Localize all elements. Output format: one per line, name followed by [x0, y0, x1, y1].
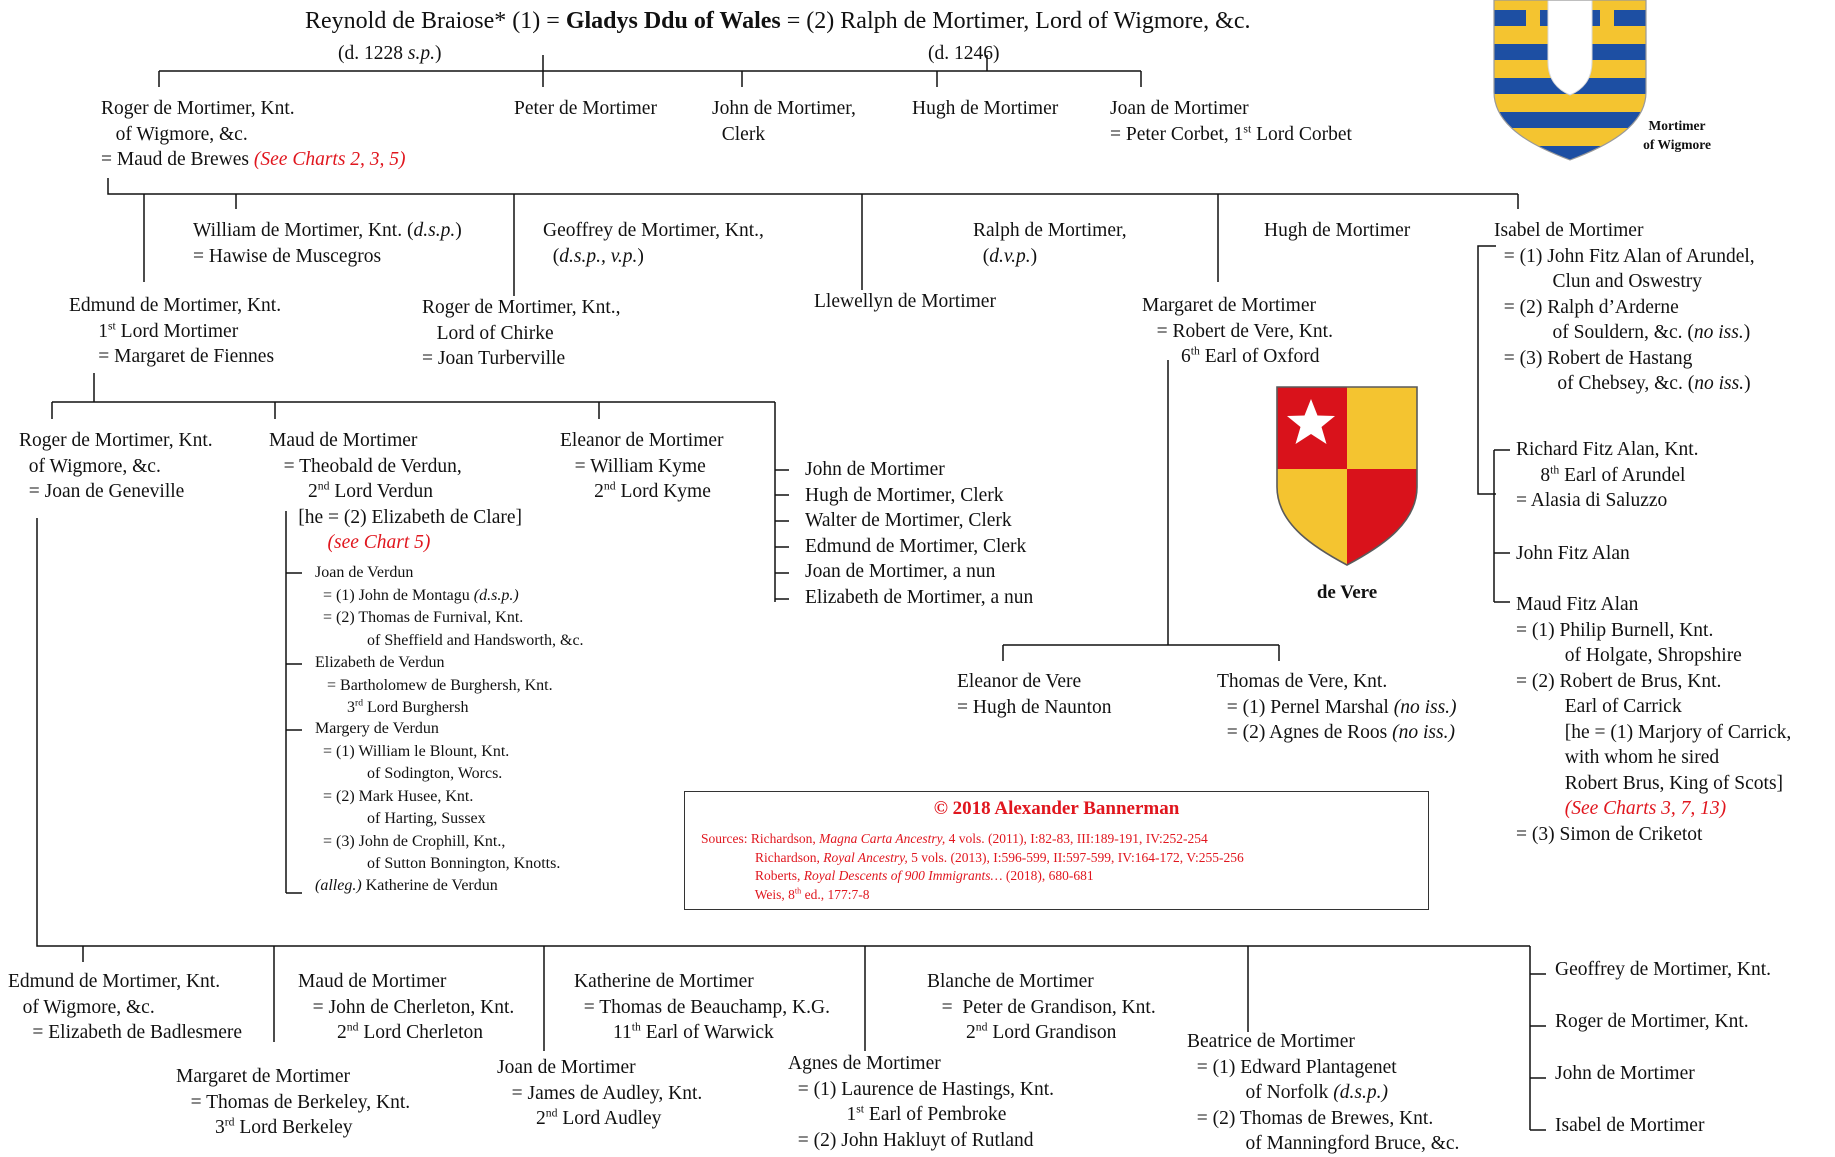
- person-maud-de-mortimer-2: Maud de Mortimer = John de Cherleton, Kn…: [298, 971, 515, 1043]
- person-geoffrey-de-mortimer-2: Geoffrey de Mortimer, Knt.: [1555, 959, 1772, 980]
- reynold-de-braiose: Reynold de Braiose* (1) =: [305, 8, 566, 34]
- copyright-notice: © 2018 Alexander Bannerman: [933, 798, 1180, 819]
- person-richard-fitz-alan: Richard Fitz Alan, Knt. 8th Earl of Arun…: [1516, 439, 1699, 511]
- person-roger-de-mortimer-3: Roger de Mortimer, Knt.: [1555, 1011, 1749, 1032]
- person-katherine-de-verdun: (alleg.) Katherine de Verdun: [315, 877, 498, 894]
- person-margery-de-verdun: Margery de Verdun = (1) William le Bloun…: [315, 720, 561, 872]
- person-katherine-de-mortimer: Katherine de Mortimer = Thomas de Beauch…: [574, 971, 830, 1043]
- sources-list: Sources: Richardson, Magna Carta Ancestr…: [701, 831, 1244, 902]
- chart-reference: (See Charts 2, 3, 5): [253, 149, 406, 170]
- person-eleanor-de-vere: Eleanor de Vere = Hugh de Naunton: [957, 671, 1112, 718]
- person-william-de-mortimer: William de Mortimer, Knt. (d.s.p.) = Haw…: [193, 220, 462, 267]
- chart-reference: (See Charts 3, 7, 13): [1516, 798, 1727, 819]
- mortimer-arms-icon: [1493, 0, 1647, 161]
- person-blanche-de-mortimer: Blanche de Mortimer = Peter de Grandison…: [927, 971, 1156, 1043]
- chart-reference: (see Chart 5): [269, 532, 431, 553]
- person-geoffrey-de-mortimer: Geoffrey de Mortimer, Knt., (d.s.p., v.p…: [543, 220, 764, 267]
- sources-box: © 2018 Alexander Bannerman Sources: Rich…: [684, 791, 1429, 910]
- person-maud-de-mortimer: Maud de Mortimer = Theobald de Verdun, 2…: [269, 430, 523, 553]
- person-maud-fitz-alan: Maud Fitz Alan = (1) Philip Burnell, Knt…: [1516, 594, 1792, 845]
- list-other-children: John de Mortimer Hugh de Mortimer, Clerk…: [805, 457, 1033, 610]
- person-joan-de-mortimer-2: Joan de Mortimer = James de Audley, Knt.…: [497, 1057, 703, 1129]
- person-john-clerk: John de Mortimer, Clerk: [712, 98, 856, 145]
- person-agnes-de-mortimer: Agnes de Mortimer = (1) Laurence de Hast…: [788, 1053, 1055, 1151]
- person-roger-lord-of-chirke: Roger de Mortimer, Knt., Lord of Chirke …: [422, 297, 621, 369]
- list-item: Walter de Mortimer, Clerk: [805, 510, 1012, 531]
- person-llewellyn-de-mortimer: Llewellyn de Mortimer: [814, 291, 996, 312]
- list-item: Edmund de Mortimer, Clerk: [805, 535, 1027, 557]
- person-hugh-de-mortimer-jr: Hugh de Mortimer: [1264, 220, 1411, 241]
- de-vere-arms-label: de Vere: [1316, 582, 1378, 603]
- person-isabel-de-mortimer-2: Isabel de Mortimer: [1555, 1115, 1705, 1136]
- person-isabel-de-mortimer: Isabel de Mortimer = (1) John Fitz Alan …: [1494, 220, 1755, 394]
- person-beatrice-de-mortimer: Beatrice de Mortimer = (1) Edward Planta…: [1187, 1031, 1460, 1154]
- person-ralph-de-mortimer-jr: Ralph de Mortimer, (d.v.p.): [973, 220, 1127, 267]
- person-john-fitz-alan: John Fitz Alan: [1516, 543, 1630, 564]
- list-item: Joan de Mortimer, a nun: [805, 561, 996, 582]
- ralph-de-mortimer: = (2) Ralph de Mortimer, Lord of Wigmore…: [780, 8, 1251, 34]
- list-item: Hugh de Mortimer, Clerk: [805, 484, 1004, 506]
- person-peter-de-mortimer: Peter de Mortimer: [514, 98, 657, 119]
- person-hugh-de-mortimer: Hugh de Mortimer: [912, 98, 1059, 119]
- person-edmund-1st-lord-mortimer: Edmund de Mortimer, Knt. 1st Lord Mortim…: [69, 295, 282, 367]
- ralph-death: (d. 1246): [928, 43, 1000, 64]
- reynold-death: (d. 1228 s.p.): [338, 43, 442, 64]
- person-joan-de-verdun: Joan de Verdun = (1) John de Montagu (d.…: [315, 564, 584, 649]
- person-elizabeth-de-verdun: Elizabeth de Verdun = Bartholomew de Bur…: [315, 654, 553, 716]
- gladys-ddu: Gladys Ddu of Wales: [565, 8, 781, 34]
- person-roger-of-wigmore: Roger de Mortimer, Knt. of Wigmore, &c. …: [101, 98, 406, 170]
- person-john-de-mortimer-2: John de Mortimer: [1555, 1063, 1695, 1084]
- person-roger-of-wigmore-2: Roger de Mortimer, Knt. of Wigmore, &c. …: [19, 430, 213, 502]
- list-item: Elizabeth de Mortimer, a nun: [805, 586, 1034, 608]
- person-margaret-de-mortimer-2: Margaret de Mortimer = Thomas de Berkele…: [176, 1066, 411, 1138]
- person-joan-de-mortimer: Joan de Mortimer = Peter Corbet, 1st Lor…: [1110, 98, 1352, 145]
- de-vere-arms-icon: [1276, 386, 1418, 566]
- person-edmund-of-wigmore: Edmund de Mortimer, Knt. of Wigmore, &c.…: [8, 971, 243, 1043]
- person-margaret-de-mortimer: Margaret de Mortimer = Robert de Vere, K…: [1142, 295, 1333, 367]
- founding-couple: Reynold de Braiose* (1) = Gladys Ddu of …: [305, 6, 1251, 36]
- list-item: John de Mortimer: [805, 459, 945, 480]
- person-eleanor-de-mortimer: Eleanor de Mortimer = William Kyme 2nd L…: [560, 430, 724, 502]
- person-thomas-de-vere: Thomas de Vere, Knt. = (1) Pernel Marsha…: [1217, 671, 1457, 743]
